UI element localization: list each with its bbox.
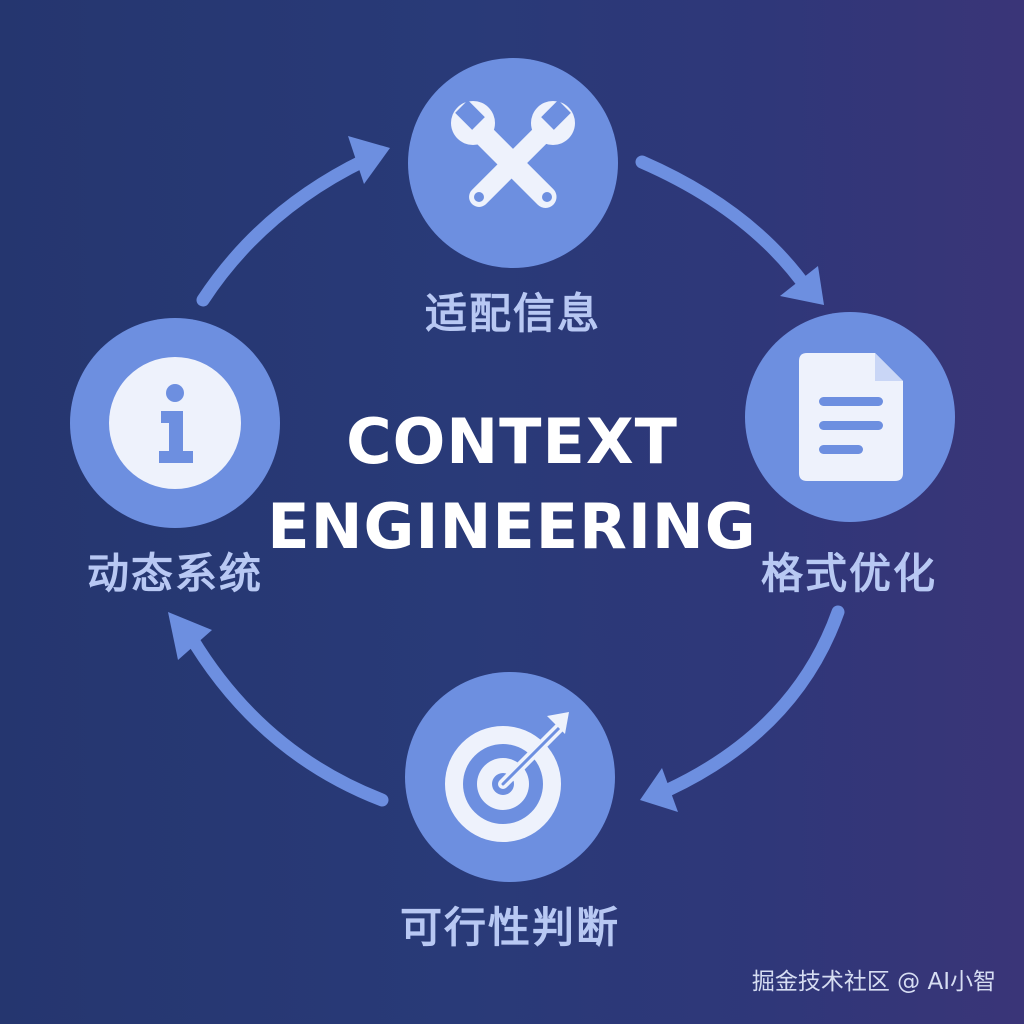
- label-dynamic-system: 动态系统: [86, 549, 263, 598]
- arrowhead-bottom-left: [168, 612, 212, 660]
- label-format-optimize: 格式优化: [760, 549, 937, 598]
- title-line-2: ENGINEERING: [267, 490, 757, 563]
- label-adapt-info: 适配信息: [424, 289, 601, 338]
- arrow-bottom-left: [181, 625, 389, 807]
- arrowhead-top-right: [780, 266, 824, 305]
- arrow-top-left: [196, 153, 372, 307]
- document-icon: [785, 347, 915, 487]
- title-line-1: CONTEXT: [346, 405, 678, 478]
- watermark: 掘金技术社区 @ AI小智: [751, 969, 996, 995]
- node-dynamic-system: [70, 318, 280, 528]
- wrench-screwdriver-icon: [443, 93, 583, 233]
- target-icon: [435, 702, 585, 852]
- info-icon: [105, 353, 245, 493]
- arrowhead-top-left: [348, 136, 390, 184]
- arrowhead-bottom-right: [640, 768, 678, 812]
- node-adapt-info: [408, 58, 618, 268]
- arrow-bottom-right: [661, 605, 845, 797]
- arrow-top-right: [635, 155, 815, 297]
- node-format-optimize: [745, 312, 955, 522]
- label-feasibility: 可行性判断: [399, 903, 620, 952]
- node-feasibility: [405, 672, 615, 882]
